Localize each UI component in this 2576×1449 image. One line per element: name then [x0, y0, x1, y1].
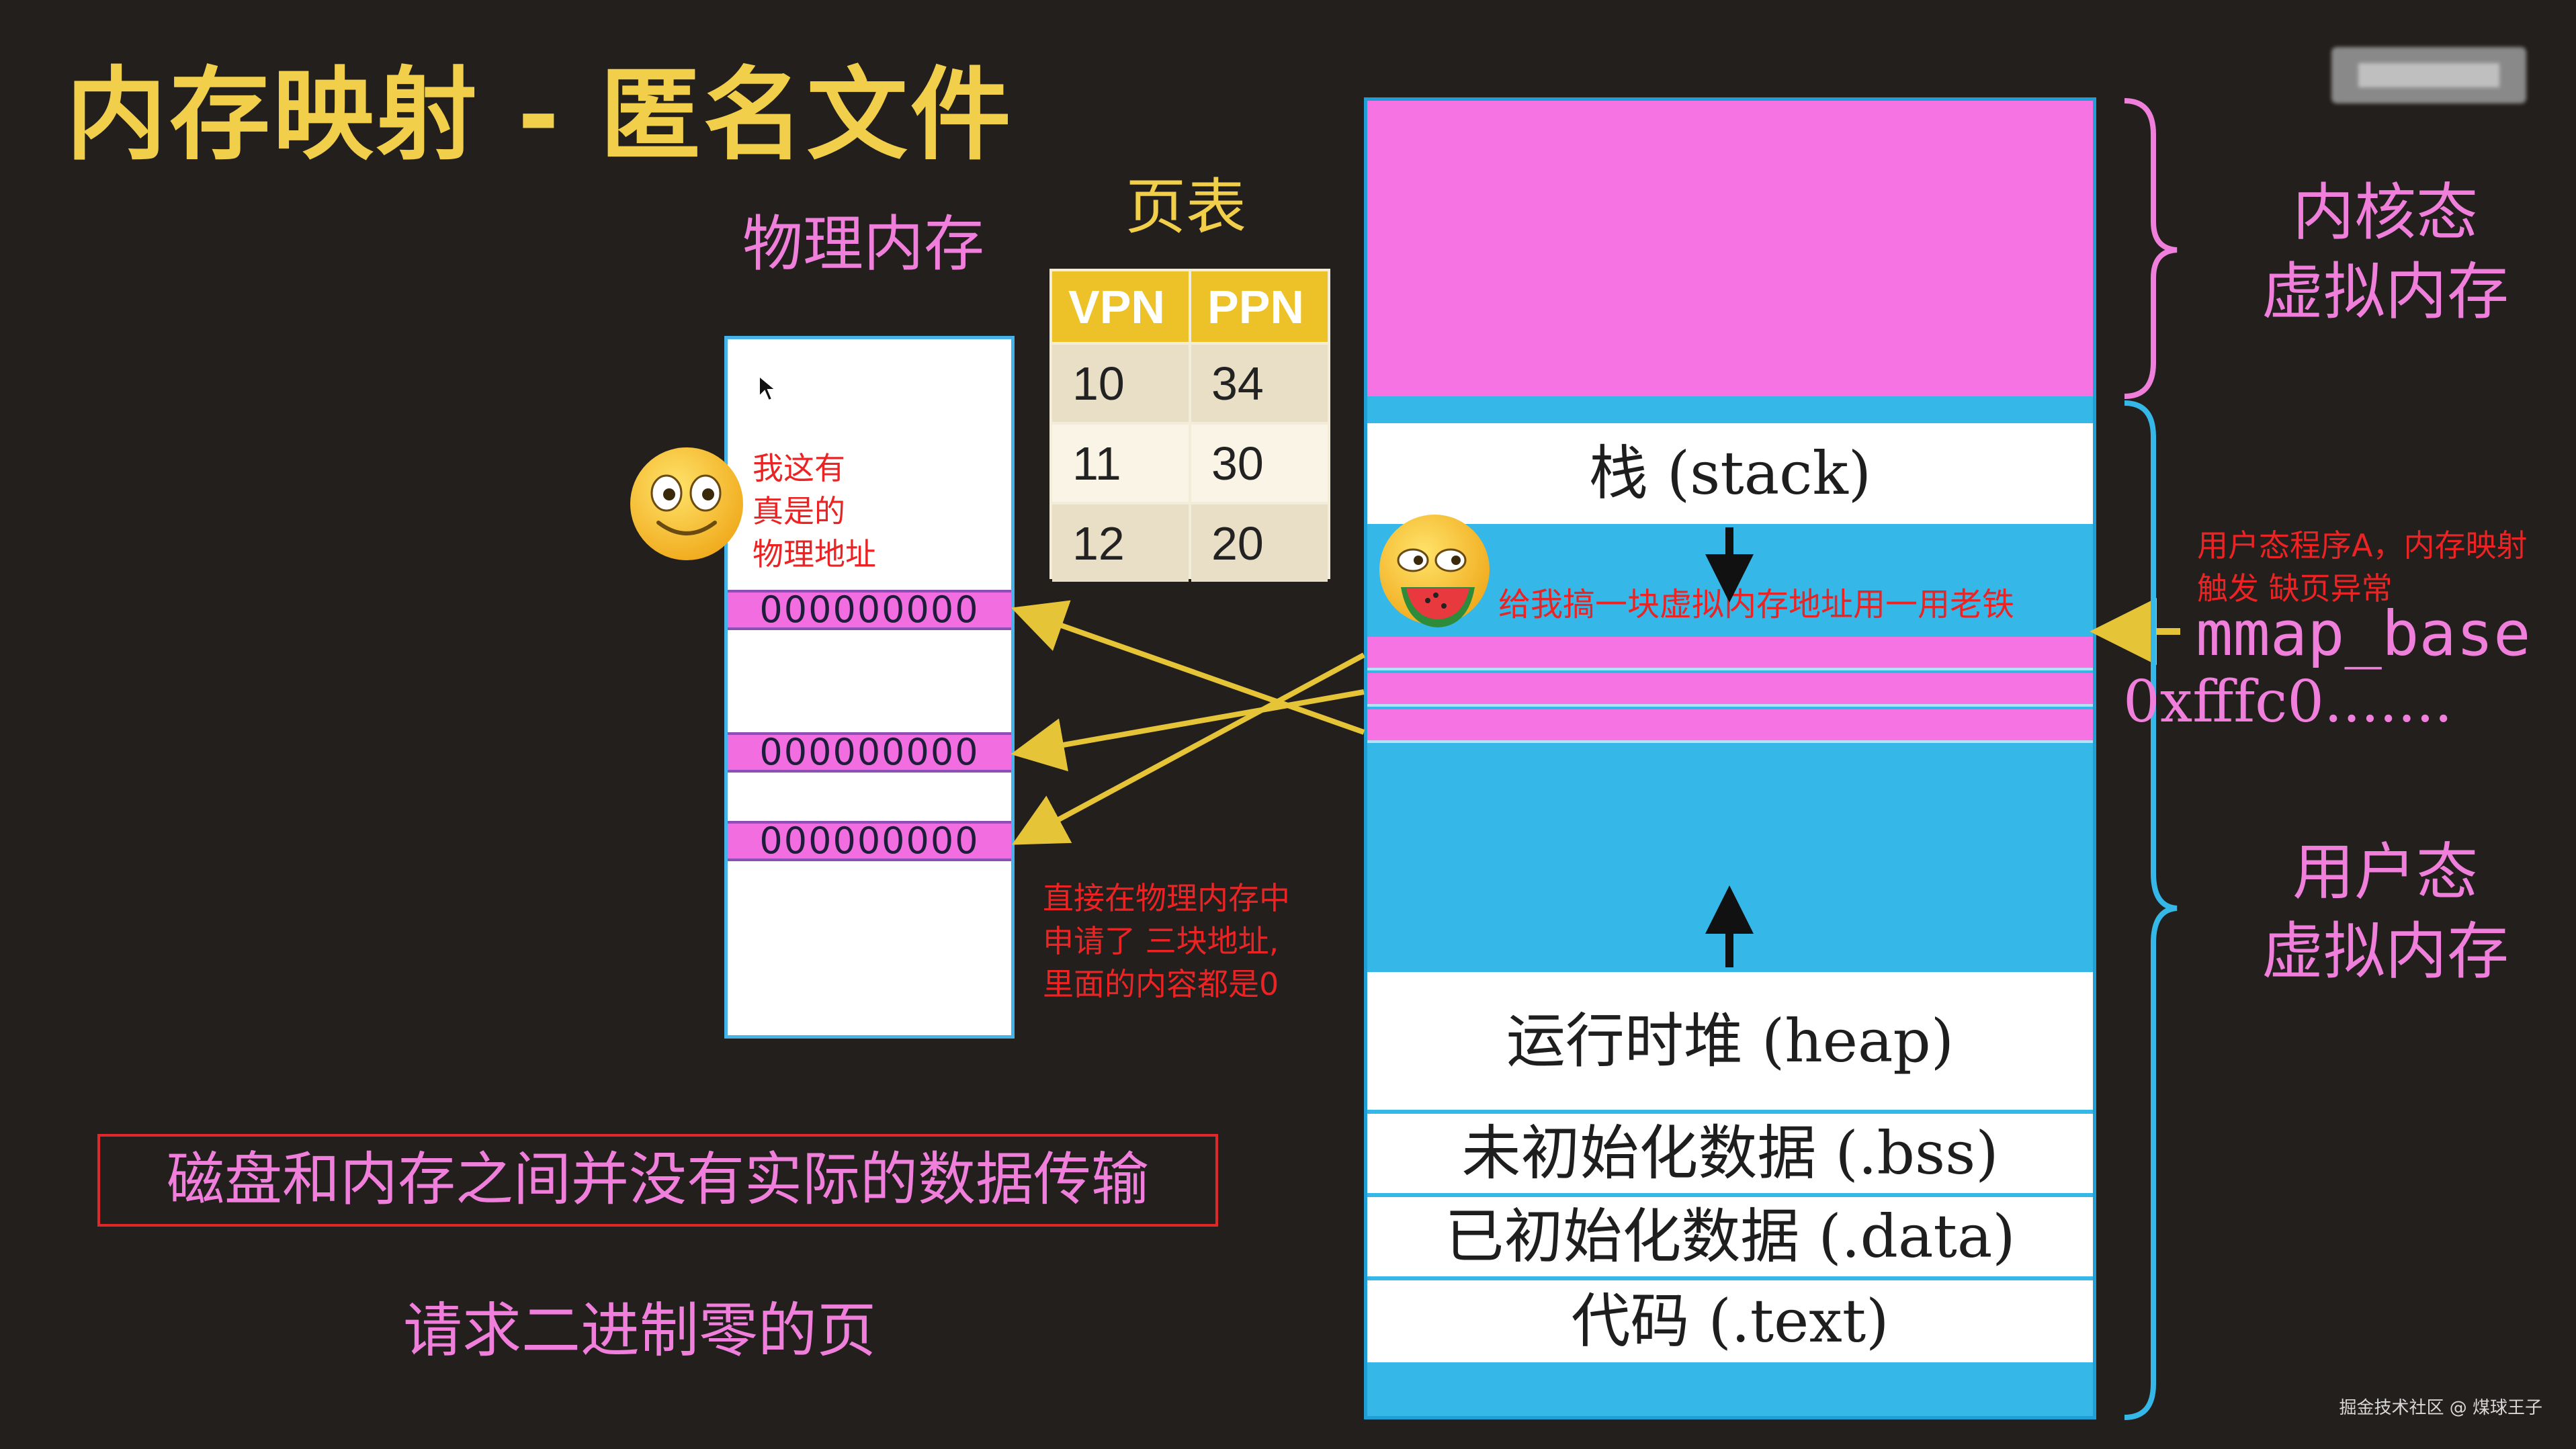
text-segment: 代码 (.text)	[1367, 1280, 2093, 1362]
kernel-virtual-memory-label: 内核态 虚拟内存	[2237, 173, 2533, 332]
physical-address-note: 我这有 真是的 物理地址	[753, 447, 876, 576]
page-table: VPN PPN 10 34 11 30 12 20	[1049, 269, 1330, 582]
label-line: 虚拟内存	[2261, 916, 2509, 987]
physical-memory-heading: 物理内存	[742, 209, 984, 279]
kernel-brace	[2124, 98, 2178, 399]
blurred-logo-badge	[2331, 47, 2526, 103]
physical-memory-cell-1: 000000000	[728, 590, 1011, 630]
smiley-emoji-icon	[630, 447, 743, 560]
note-line: 用户态程序A，内存映射	[2197, 527, 2528, 564]
note-line: 申请了 三块地址,	[1043, 923, 1279, 959]
data-segment: 已初始化数据 (.data)	[1367, 1197, 2093, 1276]
watermark: 掘金技术社区 @ 煤球王子	[2339, 1398, 2542, 1418]
mapping-arrow	[1011, 600, 1365, 735]
mapping-arrow	[1011, 689, 1365, 772]
page-table-header-vpn: VPN	[1052, 271, 1189, 342]
note-line: 里面的内容都是0	[1043, 966, 1279, 1002]
mmap-region-stripe	[1367, 673, 2093, 707]
heap-segment: 运行时堆 (heap)	[1367, 972, 2093, 1110]
virtual-address-request-note: 给我搞一块虚拟内存地址用一用老铁	[1498, 586, 2015, 623]
kernel-segment	[1367, 101, 2093, 396]
address-label: 0xfffc0.......	[2123, 668, 2453, 736]
disk-transfer-note: 磁盘和内存之间并没有实际的数据传输	[97, 1134, 1218, 1227]
page-table-cell: 10	[1052, 345, 1189, 422]
physical-memory-cell-3: 000000000	[728, 821, 1011, 861]
slide-title: 内存映射 - 匿名文件	[66, 57, 1014, 174]
cursor-icon	[759, 375, 777, 402]
mmap-region-stripe	[1367, 637, 2093, 670]
label-line: 用户态	[2292, 836, 2478, 908]
watermelon-emoji-icon	[1379, 515, 1490, 627]
user-virtual-memory-label: 用户态 虚拟内存	[2237, 833, 2533, 992]
stack-segment: 栈 (stack)	[1367, 423, 2093, 524]
page-table-cell: 34	[1191, 345, 1328, 422]
page-table-cell: 11	[1052, 425, 1189, 502]
note-line: 我这有	[753, 450, 845, 486]
label-line: 内核态	[2292, 177, 2478, 249]
physical-memory-cell-2: 000000000	[728, 732, 1011, 773]
page-table-cell: 30	[1191, 425, 1328, 502]
mmap-base-label: mmap_base	[2196, 598, 2531, 670]
page-table-header-ppn: PPN	[1191, 271, 1328, 342]
label-line: 虚拟内存	[2261, 256, 2509, 328]
note-line: 真是的	[753, 493, 845, 529]
note-line: 物理地址	[753, 536, 876, 572]
note-line: 触发 缺页异常	[2197, 570, 2393, 607]
zero-page-note: 请求二进制零的页	[403, 1296, 877, 1365]
bss-segment: 未初始化数据 (.bss)	[1367, 1114, 2093, 1193]
page-table-heading: 页表	[1125, 172, 1246, 243]
mapping-arrow	[1011, 652, 1365, 845]
page-table-cell: 20	[1191, 504, 1328, 582]
page-fault-note: 用户态程序A，内存映射 触发 缺页异常	[2197, 524, 2527, 610]
physical-memory-column	[724, 336, 1015, 1039]
user-brace	[2124, 400, 2178, 1420]
note-line: 直接在物理内存中	[1043, 880, 1290, 916]
allocation-note: 直接在物理内存中 申请了 三块地址, 里面的内容都是0	[1043, 877, 1290, 1006]
page-table-cell: 12	[1052, 504, 1189, 582]
mmap-region-stripe	[1367, 709, 2093, 743]
